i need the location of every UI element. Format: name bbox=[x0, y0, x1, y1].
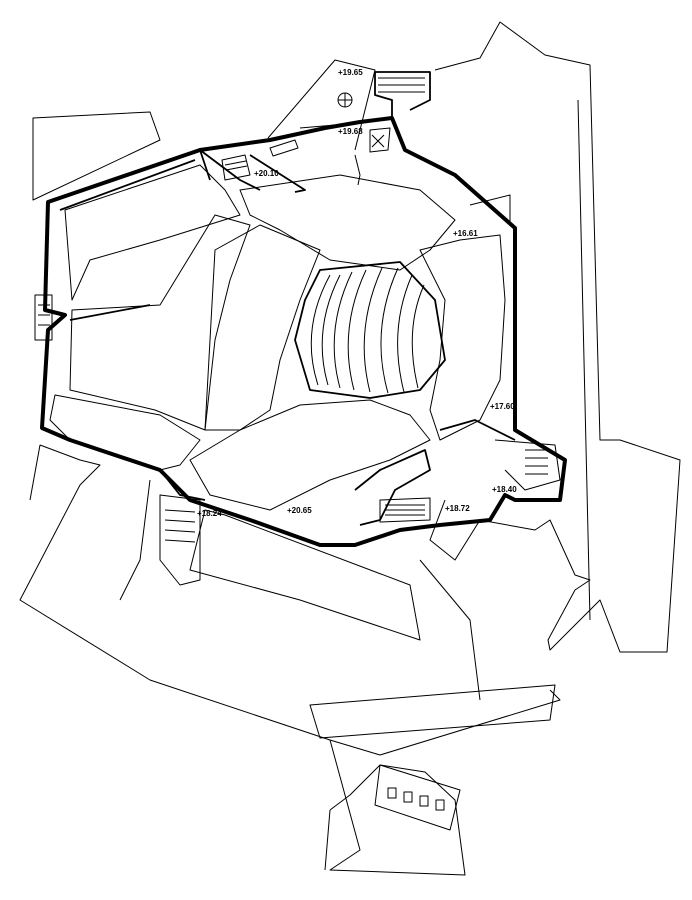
elevation-label-1: +19.65 bbox=[338, 68, 363, 77]
elevation-label-9: +18.24 bbox=[197, 509, 222, 518]
elevation-label-6: +18.40 bbox=[492, 485, 517, 494]
stage bbox=[294, 261, 446, 399]
elevation-label-5: +17.60 bbox=[490, 402, 515, 411]
elevation-label-8: +20.65 bbox=[287, 506, 312, 515]
elevation-label-4: +16.61 bbox=[453, 229, 478, 238]
lower-ramp bbox=[309, 684, 556, 739]
hall-outer-wall bbox=[40, 71, 567, 547]
elevation-label-3: +20.10 bbox=[254, 169, 279, 178]
pavilion-block bbox=[374, 764, 461, 831]
seating-block-center bbox=[204, 224, 321, 431]
seating-block-w bbox=[69, 214, 251, 431]
seating-block-sw bbox=[49, 394, 201, 471]
seating-block-nw bbox=[64, 164, 241, 301]
seating-blocks bbox=[49, 164, 506, 511]
interior-walls bbox=[34, 92, 561, 526]
elevation-label-7: +18.72 bbox=[445, 504, 470, 513]
elevation-label-2: +19.68 bbox=[338, 127, 363, 136]
seating-block-n bbox=[239, 174, 456, 271]
elevation-labels: +19.65 +19.68 +20.10 +16.61 +17.60 +18.4… bbox=[197, 68, 517, 518]
seating-block-s bbox=[189, 399, 431, 511]
site-outline bbox=[19, 21, 681, 876]
